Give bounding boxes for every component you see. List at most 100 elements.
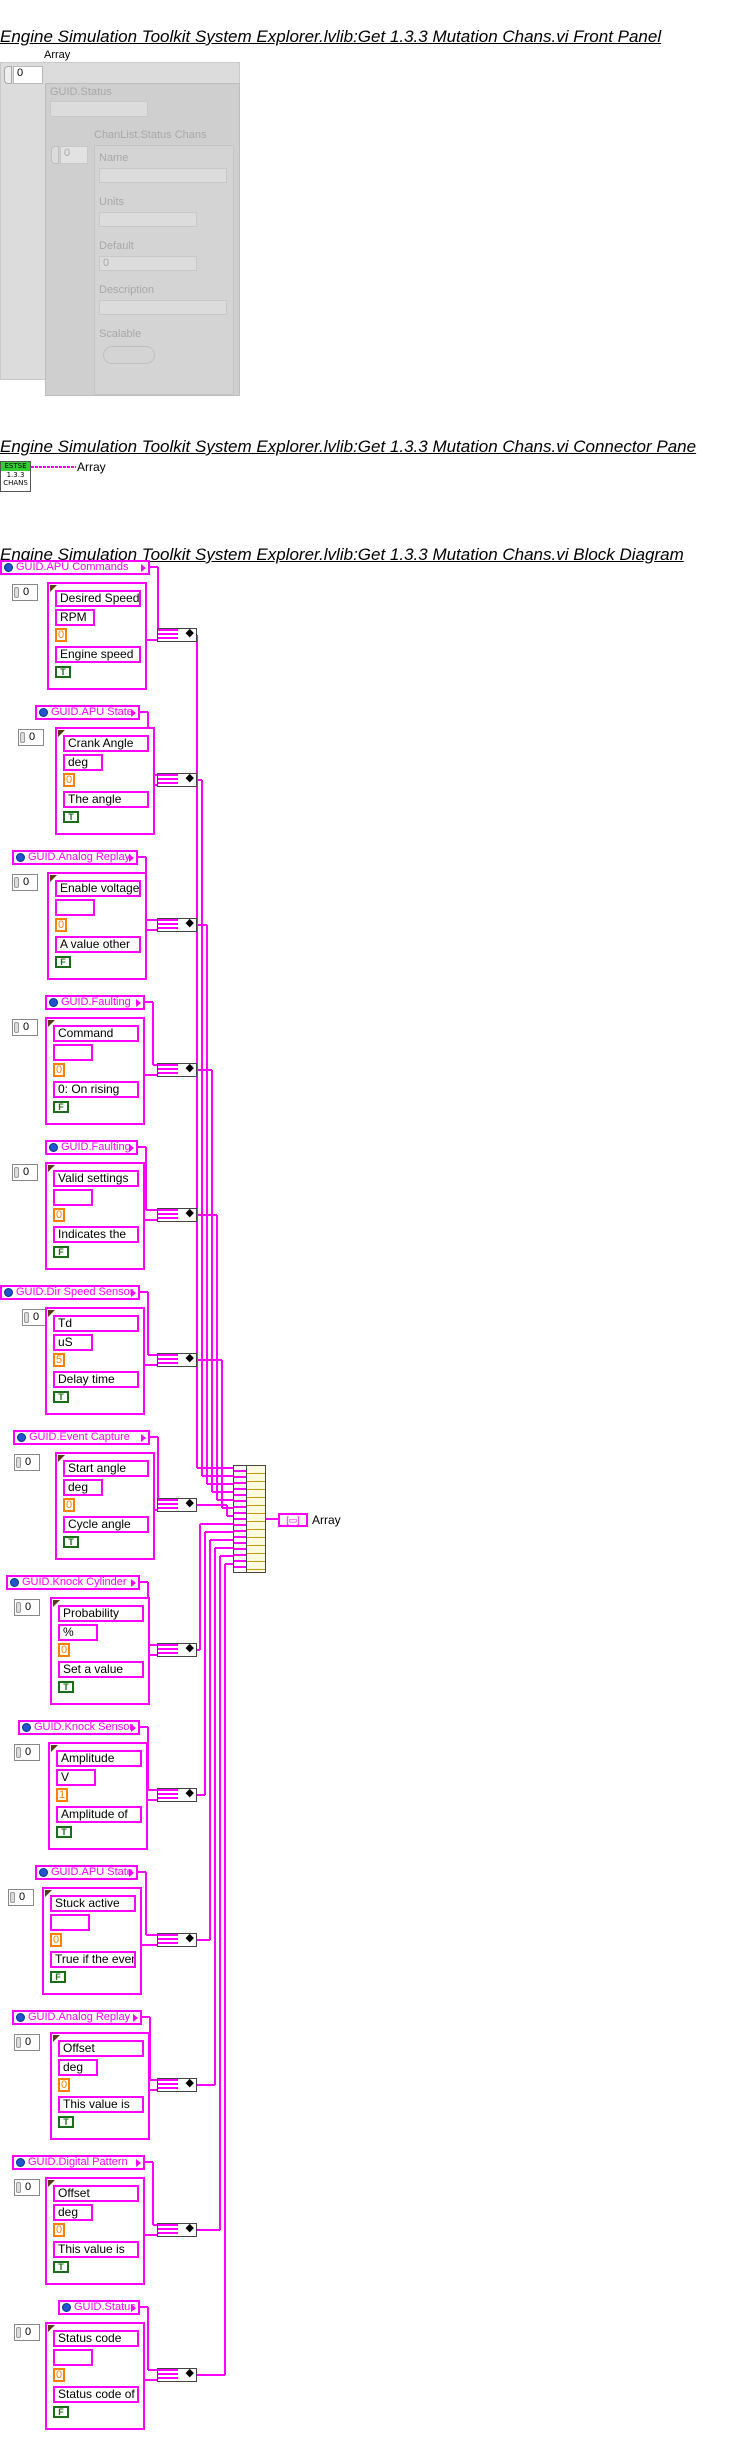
default-constant[interactable]: 0 [50, 1933, 62, 1947]
units-constant[interactable] [53, 1044, 93, 1061]
name-constant[interactable]: Enable voltage [55, 880, 141, 897]
scalable-toggle[interactable] [103, 346, 155, 364]
unbundle-node[interactable]: GUID.Knock Sensor [18, 1720, 140, 1735]
unbundle-node[interactable]: GUID.Analog Replay [12, 2010, 142, 2025]
bundle-by-name-node[interactable] [157, 1061, 197, 1077]
description-constant[interactable]: 0: On rising [53, 1081, 139, 1098]
unbundle-node[interactable]: GUID.Event Capture [13, 1430, 150, 1445]
scalable-constant[interactable]: F [50, 1971, 66, 1983]
name-constant[interactable]: Offset [58, 2040, 144, 2057]
unbundle-node[interactable]: GUID.Analog Replay [12, 850, 138, 865]
bundle-by-name-node[interactable] [157, 626, 197, 642]
bundle-by-name-node[interactable] [157, 1786, 197, 1802]
array-index-constant[interactable]: 0 [8, 1889, 34, 1906]
default-constant[interactable]: 1 [56, 1788, 68, 1802]
array-index-display[interactable]: 0 [13, 66, 43, 84]
scalable-constant[interactable]: T [53, 2261, 69, 2273]
units-field[interactable] [99, 212, 197, 227]
name-constant[interactable]: Status code [53, 2330, 139, 2347]
scalable-constant[interactable]: T [63, 811, 79, 823]
bundle-by-name-node[interactable] [157, 2366, 197, 2382]
name-constant[interactable]: Start angle [63, 1460, 149, 1477]
scalable-constant[interactable]: F [53, 2406, 69, 2418]
scalable-constant[interactable]: F [53, 1101, 69, 1113]
bundle-by-name-node[interactable] [157, 1641, 197, 1657]
description-constant[interactable]: Cycle angle [63, 1516, 149, 1533]
default-constant[interactable]: 0 [58, 2078, 70, 2092]
default-constant[interactable]: 0 [63, 1498, 75, 1512]
description-constant[interactable]: Engine speed [55, 646, 141, 663]
array-index-constant[interactable]: 0 [14, 2034, 40, 2051]
units-constant[interactable]: deg [58, 2059, 98, 2076]
array-indicator[interactable]: [▭] [278, 1513, 308, 1527]
name-constant[interactable]: Probability [58, 1605, 144, 1622]
default-constant[interactable]: 0 [53, 2223, 65, 2237]
scalable-constant[interactable]: T [58, 2116, 74, 2128]
name-constant[interactable]: Amplitude [56, 1750, 142, 1767]
array-index-spinner[interactable] [4, 66, 12, 84]
default-constant[interactable]: 0 [53, 1208, 65, 1222]
array-index-constant[interactable]: 0 [14, 1744, 40, 1761]
units-constant[interactable] [53, 1189, 93, 1206]
unbundle-node[interactable]: GUID.Status [58, 2300, 140, 2315]
array-index-constant[interactable]: 0 [12, 584, 38, 601]
default-constant[interactable]: 0 [58, 1643, 70, 1657]
units-constant[interactable]: deg [53, 2204, 93, 2221]
scalable-constant[interactable]: F [53, 1246, 69, 1258]
units-constant[interactable] [50, 1914, 90, 1931]
array-index-constant[interactable]: 0 [12, 1164, 38, 1181]
scalable-constant[interactable]: T [55, 666, 71, 678]
bundle-by-name-node[interactable] [157, 1496, 197, 1512]
chanlist-index-spinner[interactable] [51, 146, 59, 164]
build-array-node[interactable] [233, 1465, 266, 1573]
name-constant[interactable]: Td [53, 1315, 139, 1332]
array-index-constant[interactable]: 0 [18, 729, 44, 746]
scalable-constant[interactable]: F [55, 956, 71, 968]
description-field[interactable] [99, 300, 227, 315]
units-constant[interactable]: V [56, 1769, 96, 1786]
description-constant[interactable]: The angle [63, 791, 149, 808]
name-constant[interactable]: Stuck active [50, 1895, 136, 1912]
name-constant[interactable]: Valid settings [53, 1170, 139, 1187]
description-constant[interactable]: This value is [53, 2241, 139, 2258]
bundle-by-name-node[interactable] [157, 1351, 197, 1367]
unbundle-node[interactable]: GUID.Faulting [45, 1140, 138, 1155]
units-constant[interactable] [53, 2349, 93, 2366]
scalable-constant[interactable]: T [63, 1536, 79, 1548]
units-constant[interactable]: % [58, 1624, 98, 1641]
description-constant[interactable]: True if the event [50, 1951, 136, 1968]
name-constant[interactable]: Command [53, 1025, 139, 1042]
guid-status-field[interactable] [50, 101, 148, 117]
array-index-constant[interactable]: 0 [14, 2324, 40, 2341]
scalable-constant[interactable]: T [53, 1391, 69, 1403]
bundle-by-name-node[interactable] [157, 1206, 197, 1222]
default-constant[interactable]: 0 [55, 918, 67, 932]
array-index-constant[interactable]: 0 [12, 874, 38, 891]
units-constant[interactable]: deg [63, 1479, 103, 1496]
description-constant[interactable]: This value is [58, 2096, 144, 2113]
unbundle-node[interactable]: GUID.APU Commands [0, 560, 150, 575]
default-constant[interactable]: 5 [53, 1353, 65, 1367]
array-index-constant[interactable]: 0 [14, 2179, 40, 2196]
array-index-constant[interactable]: 0 [12, 1019, 38, 1036]
scalable-constant[interactable]: T [58, 1681, 74, 1693]
bundle-by-name-node[interactable] [157, 2221, 197, 2237]
name-field[interactable] [99, 168, 227, 183]
unbundle-node[interactable]: GUID.APU State [35, 1865, 138, 1880]
units-constant[interactable]: RPM [55, 609, 95, 626]
units-constant[interactable]: deg [63, 754, 103, 771]
unbundle-node[interactable]: GUID.APU State [35, 705, 140, 720]
default-constant[interactable]: 0 [63, 773, 75, 787]
default-constant[interactable]: 0 [55, 628, 67, 642]
description-constant[interactable]: A value other [55, 936, 141, 953]
default-constant[interactable]: 0 [53, 1063, 65, 1077]
